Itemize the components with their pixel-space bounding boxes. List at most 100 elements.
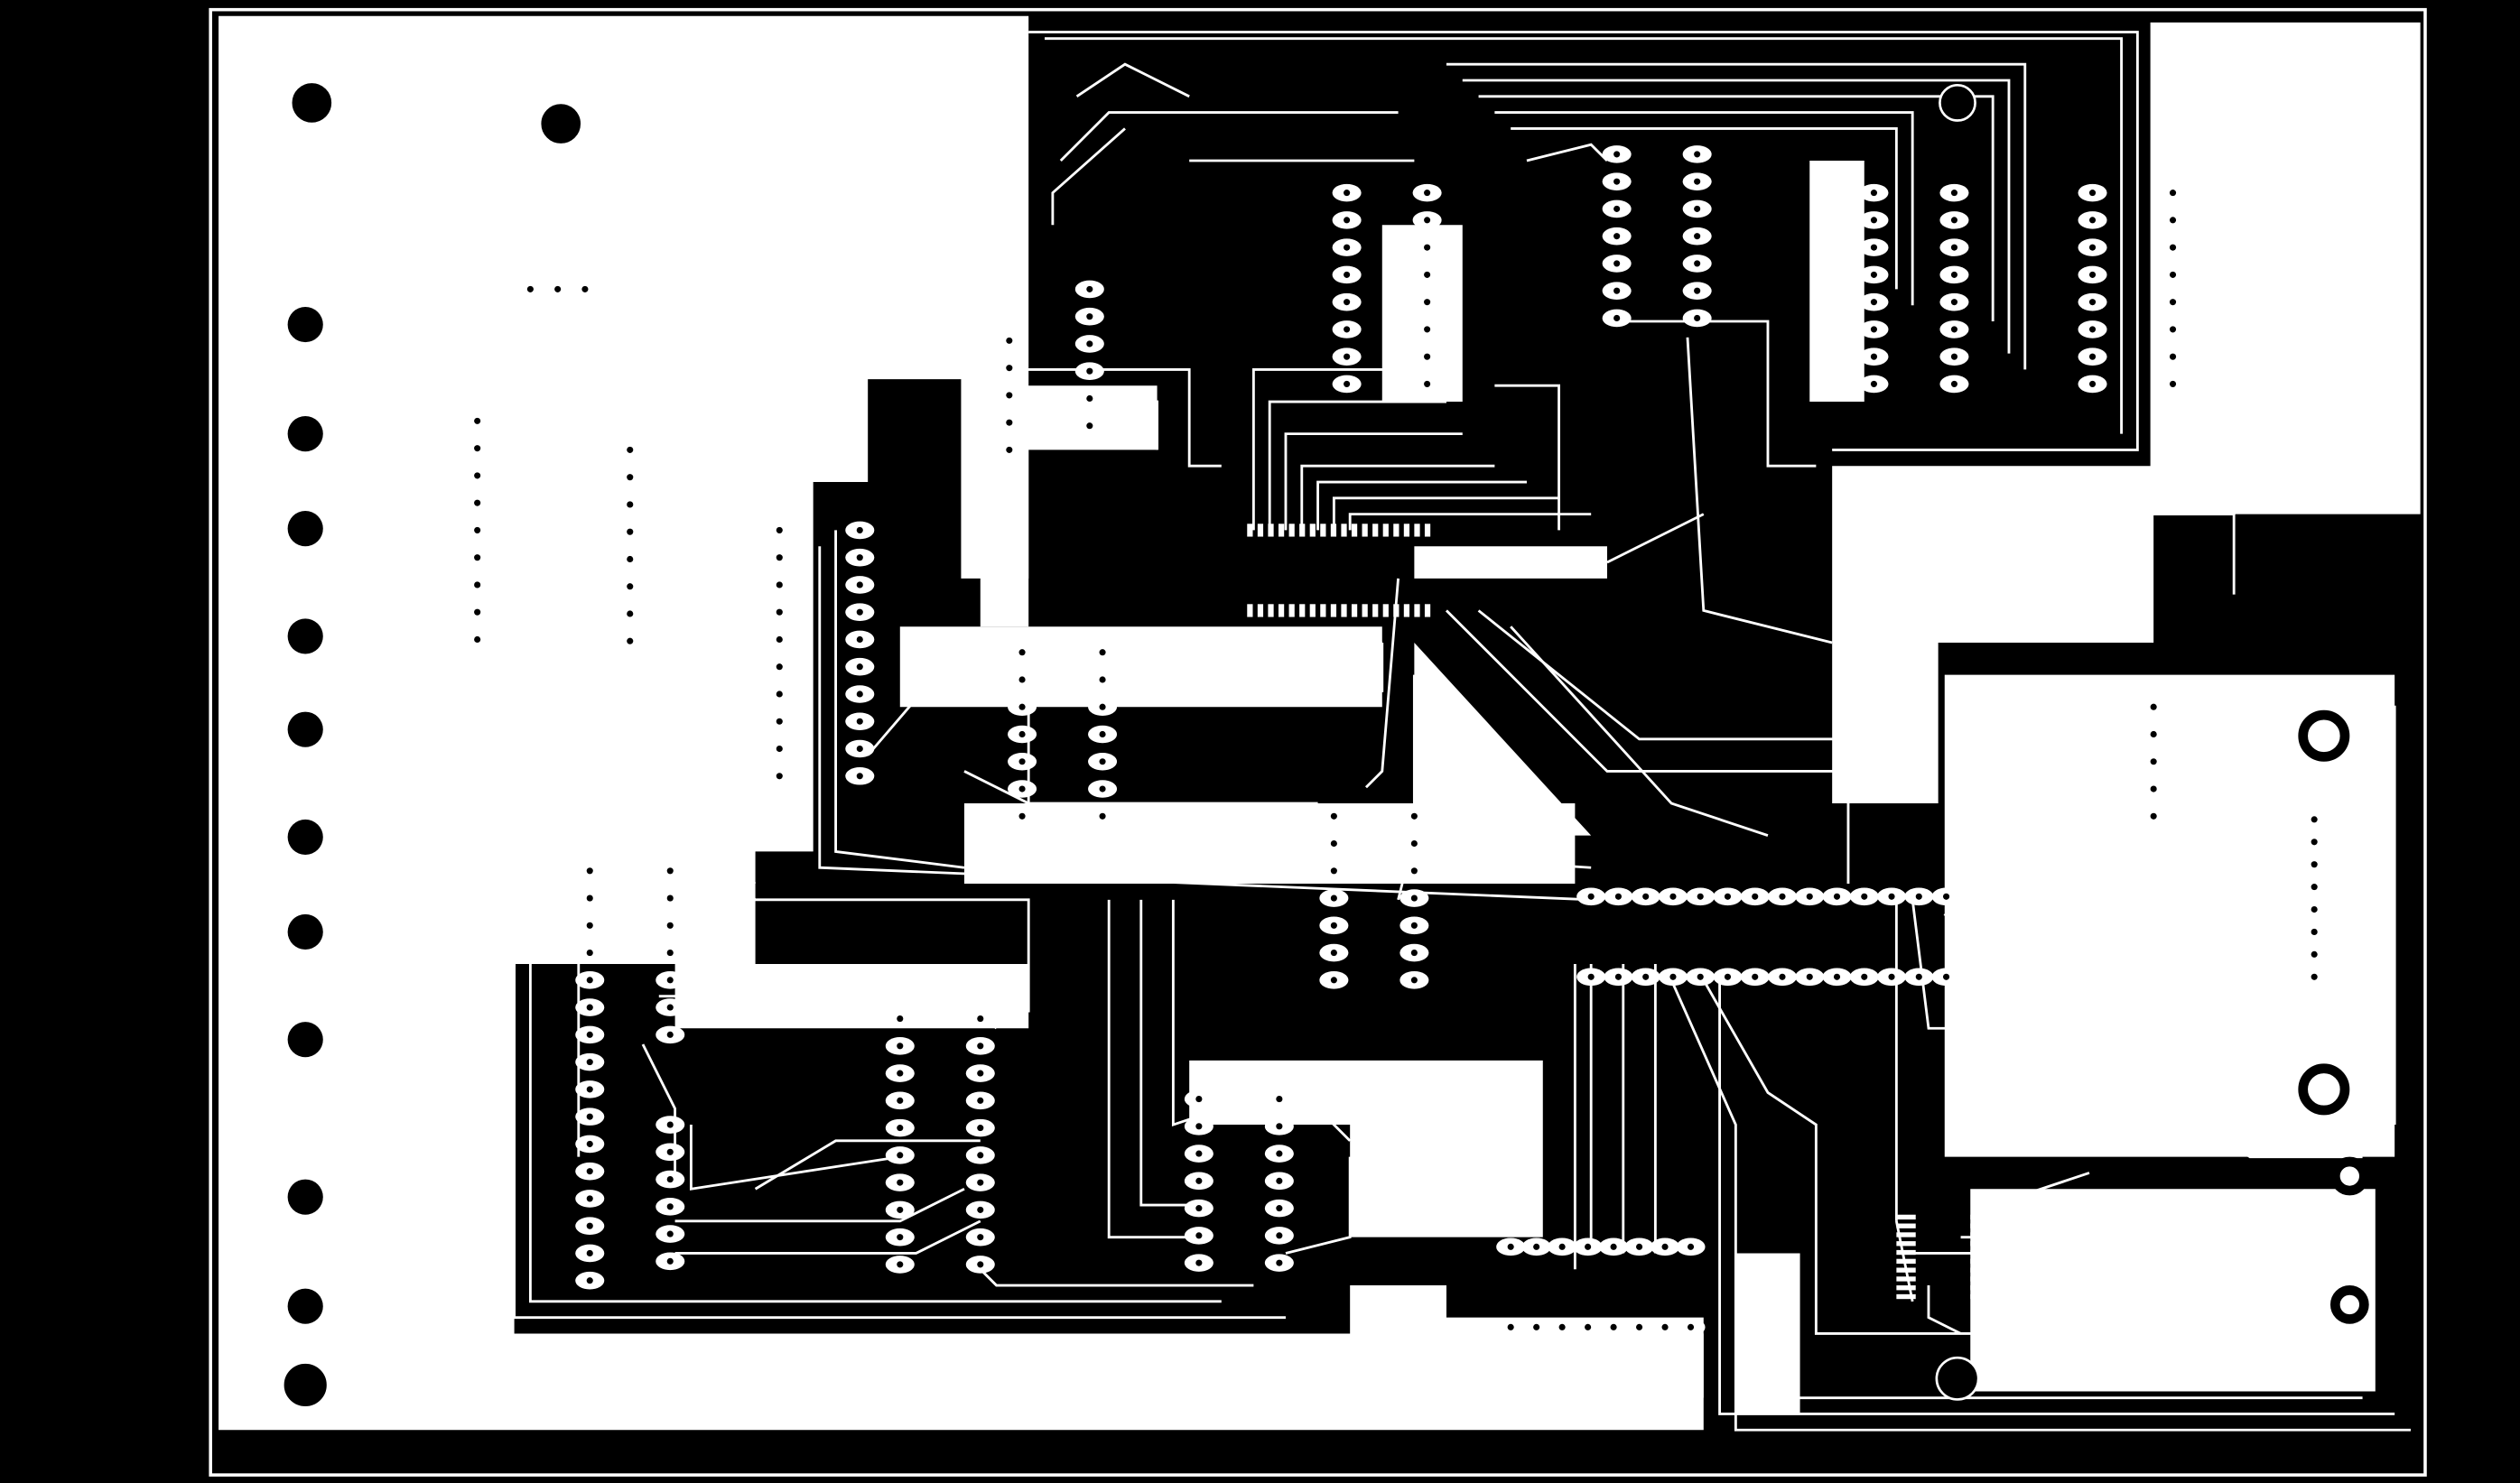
pad xyxy=(1849,887,1879,906)
pad xyxy=(1822,887,1852,906)
pad xyxy=(656,971,685,989)
pad xyxy=(1319,971,1349,989)
pad xyxy=(1904,968,1934,987)
pad xyxy=(1008,671,1037,689)
pad xyxy=(1332,211,1362,229)
pad xyxy=(1682,255,1712,273)
pad xyxy=(1740,887,1770,906)
pad xyxy=(885,1173,915,1191)
pad xyxy=(2158,238,2188,256)
smd-pin xyxy=(1278,604,1285,617)
pad xyxy=(1332,183,1362,202)
pad xyxy=(1008,698,1037,717)
pad xyxy=(1602,309,1632,328)
pad xyxy=(1088,725,1118,744)
pad xyxy=(575,1190,605,1208)
pad xyxy=(845,766,875,785)
pad xyxy=(845,521,875,540)
pad xyxy=(2139,780,2169,798)
smd-pin xyxy=(1372,524,1379,537)
pad xyxy=(2078,348,2107,366)
pad xyxy=(1931,968,1961,987)
ring-pad xyxy=(2329,1285,2369,1324)
pad xyxy=(845,603,875,621)
smd-pin xyxy=(1970,1249,1990,1256)
pad xyxy=(1074,280,1104,299)
pad xyxy=(2300,922,2329,941)
pad xyxy=(1682,227,1712,246)
pad xyxy=(615,632,645,651)
connector-hole xyxy=(287,1022,323,1058)
pad xyxy=(1676,1237,1706,1256)
pad xyxy=(1412,375,1442,394)
smd-pin xyxy=(1351,524,1358,537)
pad xyxy=(1767,887,1798,906)
smd-pin xyxy=(1288,524,1295,537)
smd-pin xyxy=(1309,604,1316,617)
pad xyxy=(1184,1227,1214,1245)
smd-pin xyxy=(1896,1223,1916,1228)
pad xyxy=(2158,320,2188,338)
mounting-hole xyxy=(289,80,334,125)
pad xyxy=(2078,238,2107,256)
pad xyxy=(575,1217,605,1235)
pad xyxy=(994,331,1024,350)
pad xyxy=(1767,968,1798,987)
smd-pin xyxy=(1970,1267,1990,1273)
smd-pin xyxy=(1970,1241,1990,1247)
pad xyxy=(765,576,795,594)
pad xyxy=(615,577,645,596)
pad xyxy=(1576,968,1606,987)
pad xyxy=(994,440,1024,459)
pad xyxy=(965,1064,995,1082)
pad xyxy=(1264,1254,1294,1272)
pad xyxy=(575,971,605,989)
pad xyxy=(885,1228,915,1247)
ring-pad xyxy=(2298,1063,2350,1116)
pad xyxy=(2078,320,2107,338)
pad xyxy=(656,1170,685,1189)
pad xyxy=(1074,362,1104,380)
smd-pin xyxy=(1372,604,1379,617)
pad xyxy=(615,550,645,569)
smd-pin xyxy=(1403,524,1410,537)
pad xyxy=(1399,943,1429,962)
pad xyxy=(1332,320,1362,338)
pad xyxy=(1604,887,1633,906)
pad xyxy=(575,1052,605,1071)
pad xyxy=(656,889,685,907)
pad xyxy=(2078,292,2107,311)
pad xyxy=(575,1025,605,1044)
pad xyxy=(1877,887,1907,906)
pad xyxy=(1399,971,1429,989)
smd-pin xyxy=(1288,604,1295,617)
pad xyxy=(575,943,605,962)
pad xyxy=(1877,968,1907,987)
pad xyxy=(885,1200,915,1219)
pad xyxy=(1795,968,1825,987)
pad xyxy=(1939,292,1969,311)
pad xyxy=(1332,265,1362,284)
component-pads xyxy=(462,145,2329,1337)
smd-pin xyxy=(1424,604,1431,617)
pad xyxy=(885,1091,915,1110)
smd-pin xyxy=(1341,604,1347,617)
pad xyxy=(2300,832,2329,851)
pad xyxy=(1939,211,1969,229)
smd-pin xyxy=(1424,524,1431,537)
pad xyxy=(1074,389,1104,408)
pad xyxy=(2139,725,2169,744)
pad xyxy=(1088,780,1118,798)
pad xyxy=(575,1080,605,1098)
connector-hole xyxy=(287,511,323,547)
pad xyxy=(885,1009,915,1028)
pad xyxy=(1088,752,1118,771)
pad xyxy=(1412,211,1442,229)
pad xyxy=(462,548,492,567)
pad xyxy=(1604,968,1633,987)
smd-pin xyxy=(1320,524,1326,537)
pad xyxy=(1264,1117,1294,1135)
pad xyxy=(462,412,492,431)
pad xyxy=(656,1025,685,1044)
pad xyxy=(1332,348,1362,366)
